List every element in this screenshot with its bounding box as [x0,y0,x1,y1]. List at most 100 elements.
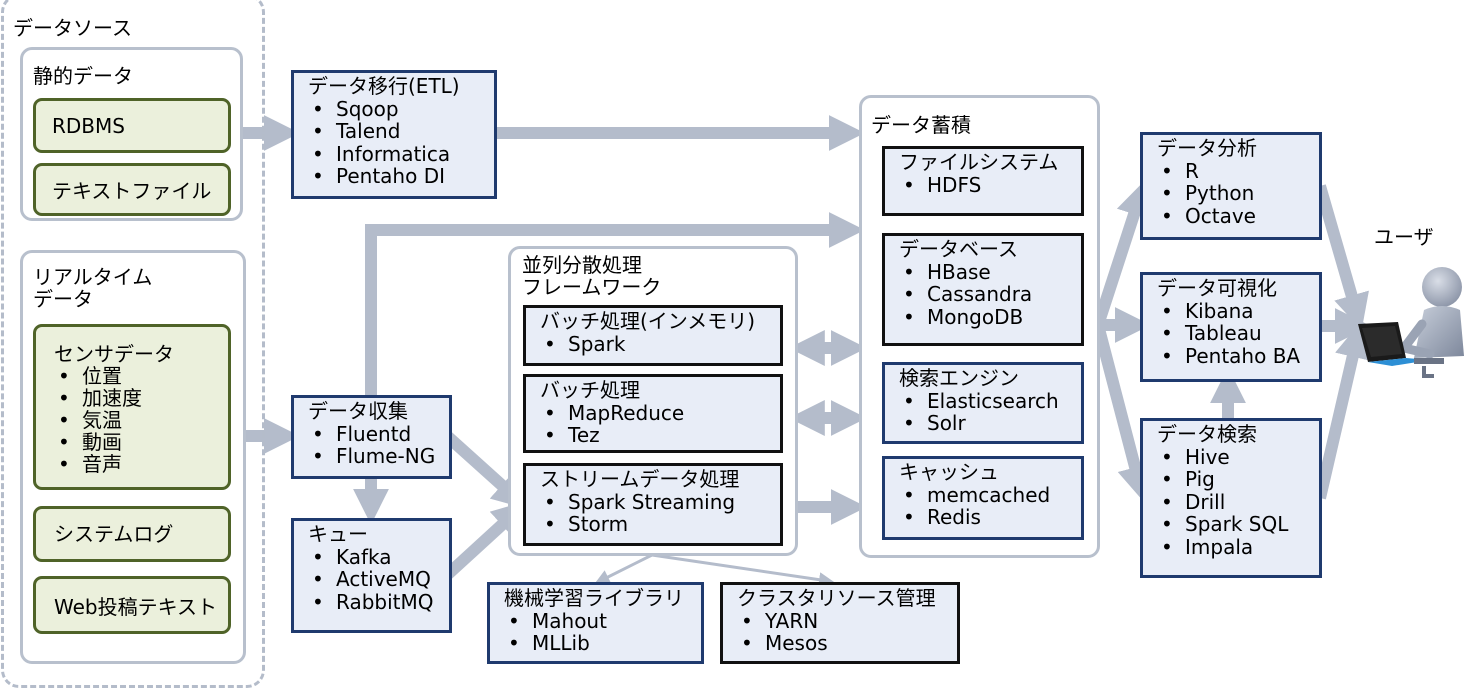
list-item: Tableau [1157,322,1319,345]
realtime-title-line2: データ [33,287,93,311]
list-item: Redis [899,506,1081,529]
list-item: YARN [737,609,957,633]
stream-list: Spark Streaming Storm [540,490,780,536]
arrow-parallel-to-ml [594,553,653,584]
list-item: MLLib [504,632,701,655]
ml-library-list: Mahout MLLib [504,609,701,655]
parallel-title-line2: フレームワーク [522,275,662,299]
arrow-collect-to-stream [441,430,529,510]
analysis-list: R Python Octave [1157,159,1319,228]
list-item: Tez [540,424,780,447]
arrow-parallel-to-cluster [651,553,834,588]
web-post-box: Web投稿テキスト [33,576,231,634]
list-item: Pentaho DI [308,165,494,188]
search-engine-title: 検索エンジン [899,366,1019,390]
rdbms-label: RDBMS [52,114,125,138]
filesystem-title: ファイルシステム [899,150,1059,174]
user-label: ユーザ [1374,225,1434,249]
list-item: Mesos [737,632,957,655]
queue-title: キュー [308,522,368,546]
list-item: Hive [1157,445,1319,469]
parallel-title-line1: 並列分散処理 [522,253,642,277]
etl-box: データ移行(ETL) Sqoop Talend Informatica Pent… [291,70,497,199]
database-box: データベース HBase Cassandra MongoDB [882,233,1084,346]
queue-box: キュー Kafka ActiveMQ RabbitMQ [291,518,452,633]
arrow-storage-to-analysis [1092,180,1152,327]
list-item: Storm [540,513,780,536]
list-item: R [1157,159,1319,183]
batch-inmemory-list: Spark [540,332,780,356]
web-post-label: Web投稿テキスト [54,595,218,619]
collect-list: Fluentd Flume-NG [308,422,449,468]
filesystem-list: HDFS [899,173,1081,197]
list-item: Elasticsearch [899,389,1081,413]
list-item: 位置 [54,365,228,387]
list-item: Octave [1157,204,1319,228]
list-item: Pig [1157,468,1319,491]
rdbms-box: RDBMS [33,98,231,153]
cluster-resource-list: YARN Mesos [737,609,957,655]
query-list: Hive Pig Drill Spark SQL Impala [1157,445,1319,559]
system-log-box: システムログ [33,506,231,562]
batch-title: バッチ処理 [540,378,640,402]
list-item: Kibana [1157,299,1319,323]
list-item: MongoDB [899,305,1081,329]
sensor-data-list: 位置 加速度 気温 動画 音声 [54,365,228,475]
text-file-label: テキストファイル [52,179,212,203]
search-engine-list: Elasticsearch Solr [899,389,1081,435]
list-item: HDFS [899,173,1081,197]
arrow-queue-to-stream [441,500,529,581]
list-item: Solr [899,412,1081,435]
batch-inmemory-box: バッチ処理(インメモリ) Spark [523,305,783,366]
list-item: Flume-NG [308,445,449,468]
list-item: HBase [899,260,1081,284]
arrow-query-to-user [1314,321,1371,500]
batch-box: バッチ処理 MapReduce Tez [523,374,783,453]
batch-list: MapReduce Tez [540,401,780,447]
list-item: Pentaho BA [1157,344,1319,368]
queue-list: Kafka ActiveMQ RabbitMQ [308,545,449,614]
list-item: Sqoop [308,97,494,121]
search-engine-box: 検索エンジン Elasticsearch Solr [882,362,1084,444]
cache-list: memcached Redis [899,483,1081,529]
visualize-box: データ可視化 Kibana Tableau Pentaho BA [1140,272,1322,382]
filesystem-box: ファイルシステム HDFS [882,146,1084,216]
list-item: 動画 [54,431,228,453]
list-item: ActiveMQ [308,568,449,591]
arrow-collect-to-storage [365,212,865,398]
sensor-data-title: センサデータ [54,342,174,366]
database-title: データベース [899,237,1018,261]
text-file-box: テキストファイル [33,163,231,216]
list-item: memcached [899,483,1081,507]
batch-inmemory-title: バッチ処理(インメモリ) [540,309,756,333]
arrow-analysis-to-user [1314,184,1369,331]
list-item: Spark SQL [1157,513,1319,536]
list-item: Spark [540,332,780,356]
storage-title: データ蓄積 [871,113,971,137]
list-item: Spark Streaming [540,490,780,514]
collect-title: データ収集 [308,399,408,423]
cache-box: キャッシュ memcached Redis [882,456,1084,540]
database-list: HBase Cassandra MongoDB [899,260,1081,329]
list-item: 加速度 [54,387,228,409]
list-item: Drill [1157,490,1319,514]
visualize-list: Kibana Tableau Pentaho BA [1157,299,1319,368]
query-box: データ検索 Hive Pig Drill Spark SQL Impala [1140,418,1322,578]
system-log-label: システムログ [54,522,174,546]
ml-library-title: 機械学習ライブラリ [504,586,684,610]
list-item: Fluentd [308,422,449,446]
stream-box: ストリームデータ処理 Spark Streaming Storm [523,463,783,546]
static-data-title: 静的データ [33,64,133,88]
arrow-storage-to-query [1092,323,1153,503]
sensor-data-box: センサデータ 位置 加速度 気温 動画 音声 [33,324,231,490]
ml-library-box: 機械学習ライブラリ Mahout MLLib [487,582,704,664]
collect-box: データ収集 Fluentd Flume-NG [291,395,452,479]
query-title: データ検索 [1157,422,1257,446]
list-item: Informatica [308,142,494,166]
list-item: Mahout [504,609,701,633]
analysis-box: データ分析 R Python Octave [1140,132,1322,240]
list-item: Talend [308,120,494,143]
cluster-resource-box: クラスタリソース管理 YARN Mesos [720,582,960,664]
data-sources-title: データソース [13,16,132,40]
